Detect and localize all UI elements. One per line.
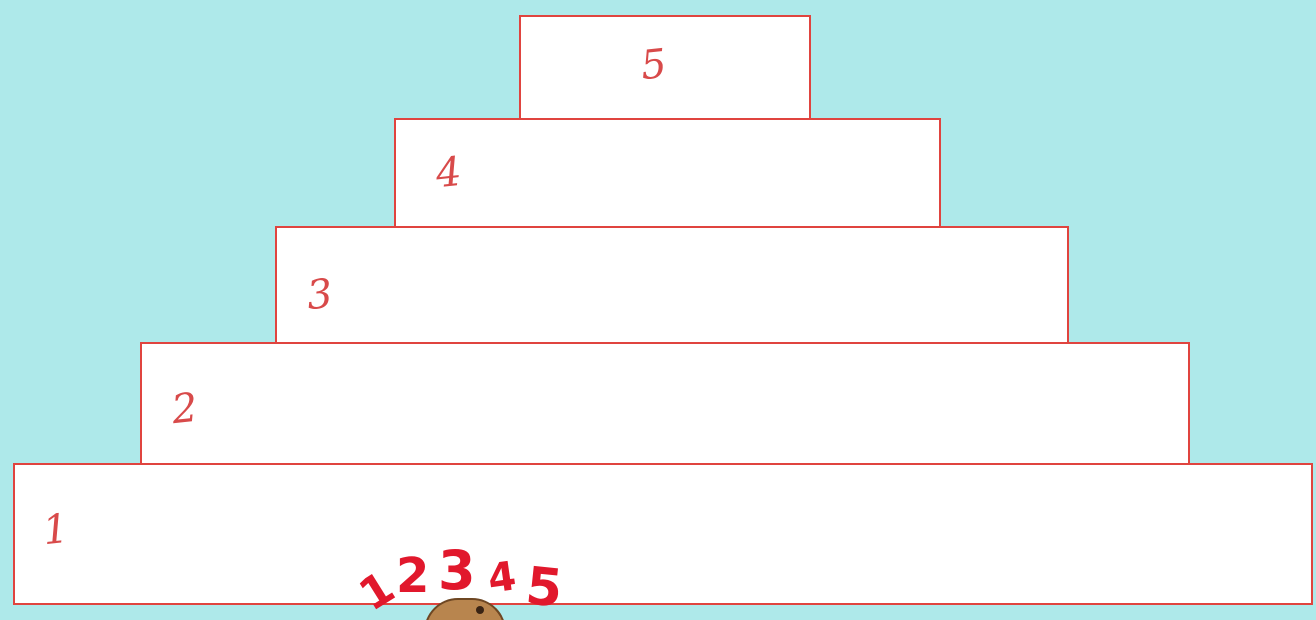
tier-1-box: 1	[13, 463, 1313, 605]
tier-4-box: 4	[394, 118, 941, 230]
tier-1-label: 1	[41, 509, 70, 551]
tier-4-label: 4	[434, 152, 463, 194]
tier-3-box: 3	[275, 226, 1069, 354]
tier-5-label: 5	[639, 44, 668, 86]
tier-3-label: 3	[305, 274, 334, 316]
tier-2-box: 2	[140, 342, 1190, 476]
tier-5-box: 5	[519, 15, 811, 120]
tier-2-label: 2	[170, 388, 199, 430]
